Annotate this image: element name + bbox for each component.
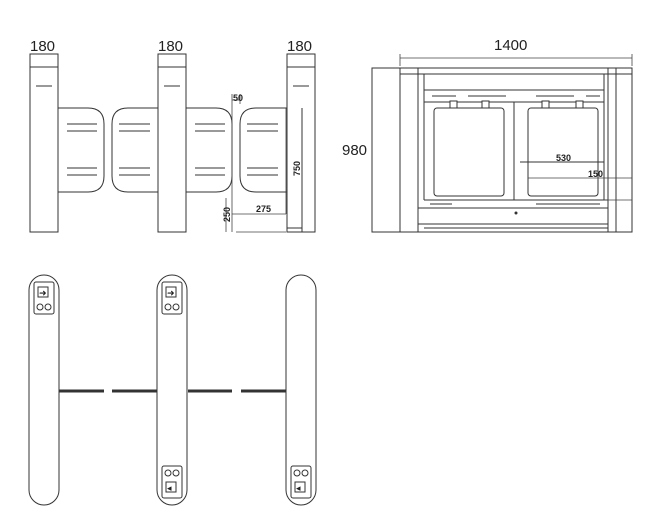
arrow-icon — [165, 481, 177, 493]
post-front-2 — [157, 53, 187, 233]
dim-total-width: 1400 — [494, 37, 527, 54]
dim-total-height: 980 — [342, 142, 367, 159]
dim-leaf-reach: 275 — [256, 204, 271, 214]
dimension-lines-front — [225, 94, 287, 233]
base-screw-icon — [514, 211, 518, 215]
arrow-icon — [165, 286, 177, 298]
front-elevation-view: 180 180 180 — [29, 38, 316, 233]
indicator-light-icon — [293, 469, 301, 477]
dim-post-height: 750 — [292, 161, 302, 176]
indicator-light-icon — [164, 303, 172, 311]
leaf-right-2 — [239, 107, 288, 193]
dim-panel-offset: 150 — [588, 169, 603, 179]
dim-panel-width: 530 — [556, 153, 571, 163]
post-plan-1: ➜ — [28, 274, 60, 506]
indicator-light-icon — [164, 469, 172, 477]
post-plan-2: ➜ ◂ — [156, 274, 188, 506]
svg-text:➜: ➜ — [39, 289, 47, 299]
dim-base-height: 250 — [222, 207, 232, 222]
leaf-right-1 — [111, 107, 159, 193]
indicator-light-icon — [301, 469, 309, 477]
svg-text:➜: ➜ — [167, 289, 175, 299]
indicator-light-icon — [44, 303, 52, 311]
post-front-3 — [286, 53, 316, 233]
indicator-light-icon — [172, 469, 180, 477]
glass-panel-left — [433, 107, 505, 197]
leaf-left-2 — [185, 107, 233, 193]
dim-post-width-1: 180 — [30, 38, 55, 55]
post-front-1 — [29, 53, 59, 233]
dim-post-width-2: 180 — [158, 38, 183, 55]
leaf-left-1 — [57, 107, 105, 193]
arrow-icon — [294, 481, 306, 493]
svg-text:◂: ◂ — [296, 484, 301, 494]
dim-post-width-3: 180 — [287, 38, 312, 55]
plan-view: ➜ ➜ ◂ ◂ — [28, 274, 317, 506]
dim-gap-small: 50 — [233, 93, 243, 103]
svg-text:◂: ◂ — [167, 484, 172, 494]
post-plan-3: ◂ — [285, 274, 317, 506]
side-elevation-view: 1400 980 530 150 — [342, 37, 633, 233]
indicator-light-icon — [36, 303, 44, 311]
glass-panel-right — [527, 107, 599, 197]
indicator-light-icon — [172, 303, 180, 311]
arrow-icon — [37, 286, 49, 298]
